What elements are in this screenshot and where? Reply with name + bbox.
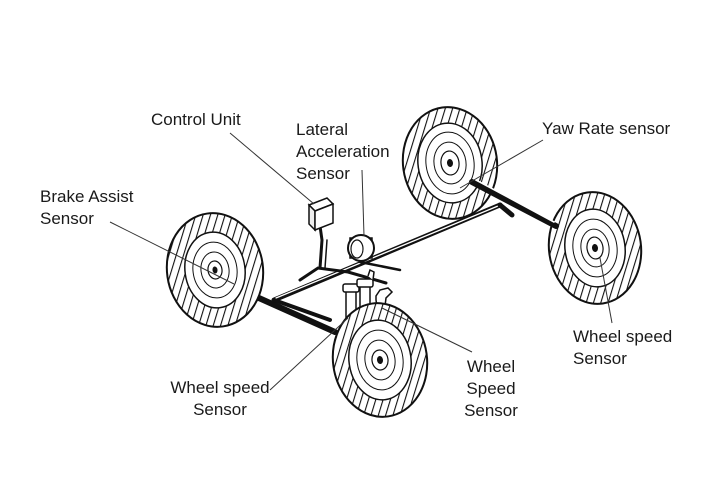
label-brake-assist-sensor: Brake Assist Sensor: [40, 187, 134, 228]
label-lateral-acceleration-sensor: Lateral Acceleration Sensor: [296, 120, 390, 183]
axle-lines: [229, 179, 559, 335]
leader-lateral-acceleration: [361, 169, 365, 237]
label-wheel-speed-sensor-right: Wheel speed Sensor: [573, 327, 673, 368]
leader-wheel-speed-front-left: [269, 317, 349, 391]
label-wheel-speed-sensor-front-center: Wheel Speed Sensor: [464, 357, 518, 420]
leader-control-unit: [229, 132, 315, 205]
leader-wheel-speed-right: [599, 257, 613, 324]
control-unit-box: [307, 197, 335, 232]
leader-lines: [109, 132, 613, 391]
label-wheel-speed-sensor-front-left: Wheel speed Sensor: [170, 378, 270, 419]
label-control-unit: Control Unit: [151, 110, 241, 129]
label-yaw-rate-sensor: Yaw Rate sensor: [542, 119, 671, 138]
leader-yaw-rate: [459, 139, 544, 189]
leader-wheel-speed-front-center: [381, 307, 473, 353]
lateral-acceleration-sensor-unit: [347, 234, 375, 262]
rear-left-wheel: [401, 106, 499, 220]
rear-right-wheel: [547, 191, 643, 305]
front-left-wheel: [165, 212, 265, 328]
leader-brake-assist: [109, 221, 235, 285]
front-right-wheel: [331, 302, 429, 418]
